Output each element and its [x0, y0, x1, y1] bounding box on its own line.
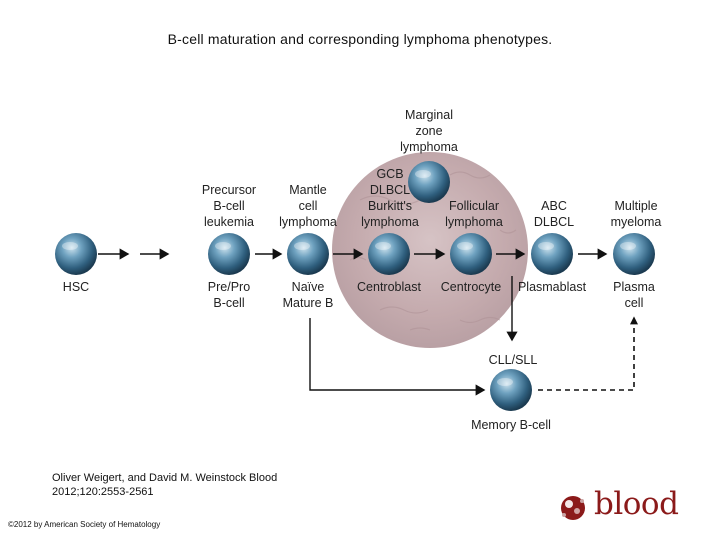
label-naive: Naïve Mature B: [282, 280, 334, 310]
label-centroblast: Centroblast: [357, 280, 421, 294]
label-hsc: HSC: [62, 280, 90, 294]
label-marginal-zone: Marginal zone lymphoma: [400, 108, 458, 154]
cell-hsc: [55, 233, 97, 275]
label-centrocyte: Centrocyte: [440, 280, 502, 294]
figure-title: B-cell maturation and corresponding lymp…: [167, 31, 553, 47]
label-cll-sll: CLL/SLL: [488, 353, 538, 367]
blood-drop-icon: [561, 496, 585, 520]
copyright: ©2012 by American Society of Hematology: [8, 520, 161, 529]
label-multiple-myeloma: Multiple myeloma: [610, 199, 662, 229]
label-follicular: Follicular lymphoma: [445, 199, 503, 229]
cell-pre-pro: [208, 233, 250, 275]
logo-text: blood: [594, 486, 679, 522]
arrow-memory-to-plasma: [538, 316, 638, 391]
label-pre-pro: Pre/Pro B-cell: [207, 280, 251, 310]
cell-naive: [287, 233, 329, 275]
label-mantle-cell: Mantle cell lymphoma: [279, 183, 337, 229]
cell-memory: [490, 369, 532, 411]
germinal-center: [332, 152, 528, 348]
cell-marginal: [408, 161, 450, 203]
blood-journal-logo: blood: [556, 486, 686, 526]
cells: [55, 161, 655, 411]
cell-plasmablast: [531, 233, 573, 275]
label-abc-dlbcl: ABC DLBCL: [533, 199, 575, 229]
cell-centrocyte: [450, 233, 492, 275]
label-plasmablast: Plasmablast: [517, 280, 587, 294]
label-precursor-leukemia: Precursor B-cell leukemia: [201, 183, 257, 229]
cell-highlights: [62, 170, 636, 386]
citation: Oliver Weigert, and David M. Weinstock B…: [52, 472, 278, 498]
arrow-naive-to-memory: [309, 318, 486, 396]
cell-centroblast: [368, 233, 410, 275]
germinal-center-texture: [349, 171, 517, 331]
label-memory: Memory B-cell: [471, 418, 551, 432]
label-gcb-dlbcl: GCB DLBCL Burkitt's lymphoma: [361, 167, 419, 229]
label-plasma: Plasma cell: [613, 280, 655, 310]
cell-plasma: [613, 233, 655, 275]
